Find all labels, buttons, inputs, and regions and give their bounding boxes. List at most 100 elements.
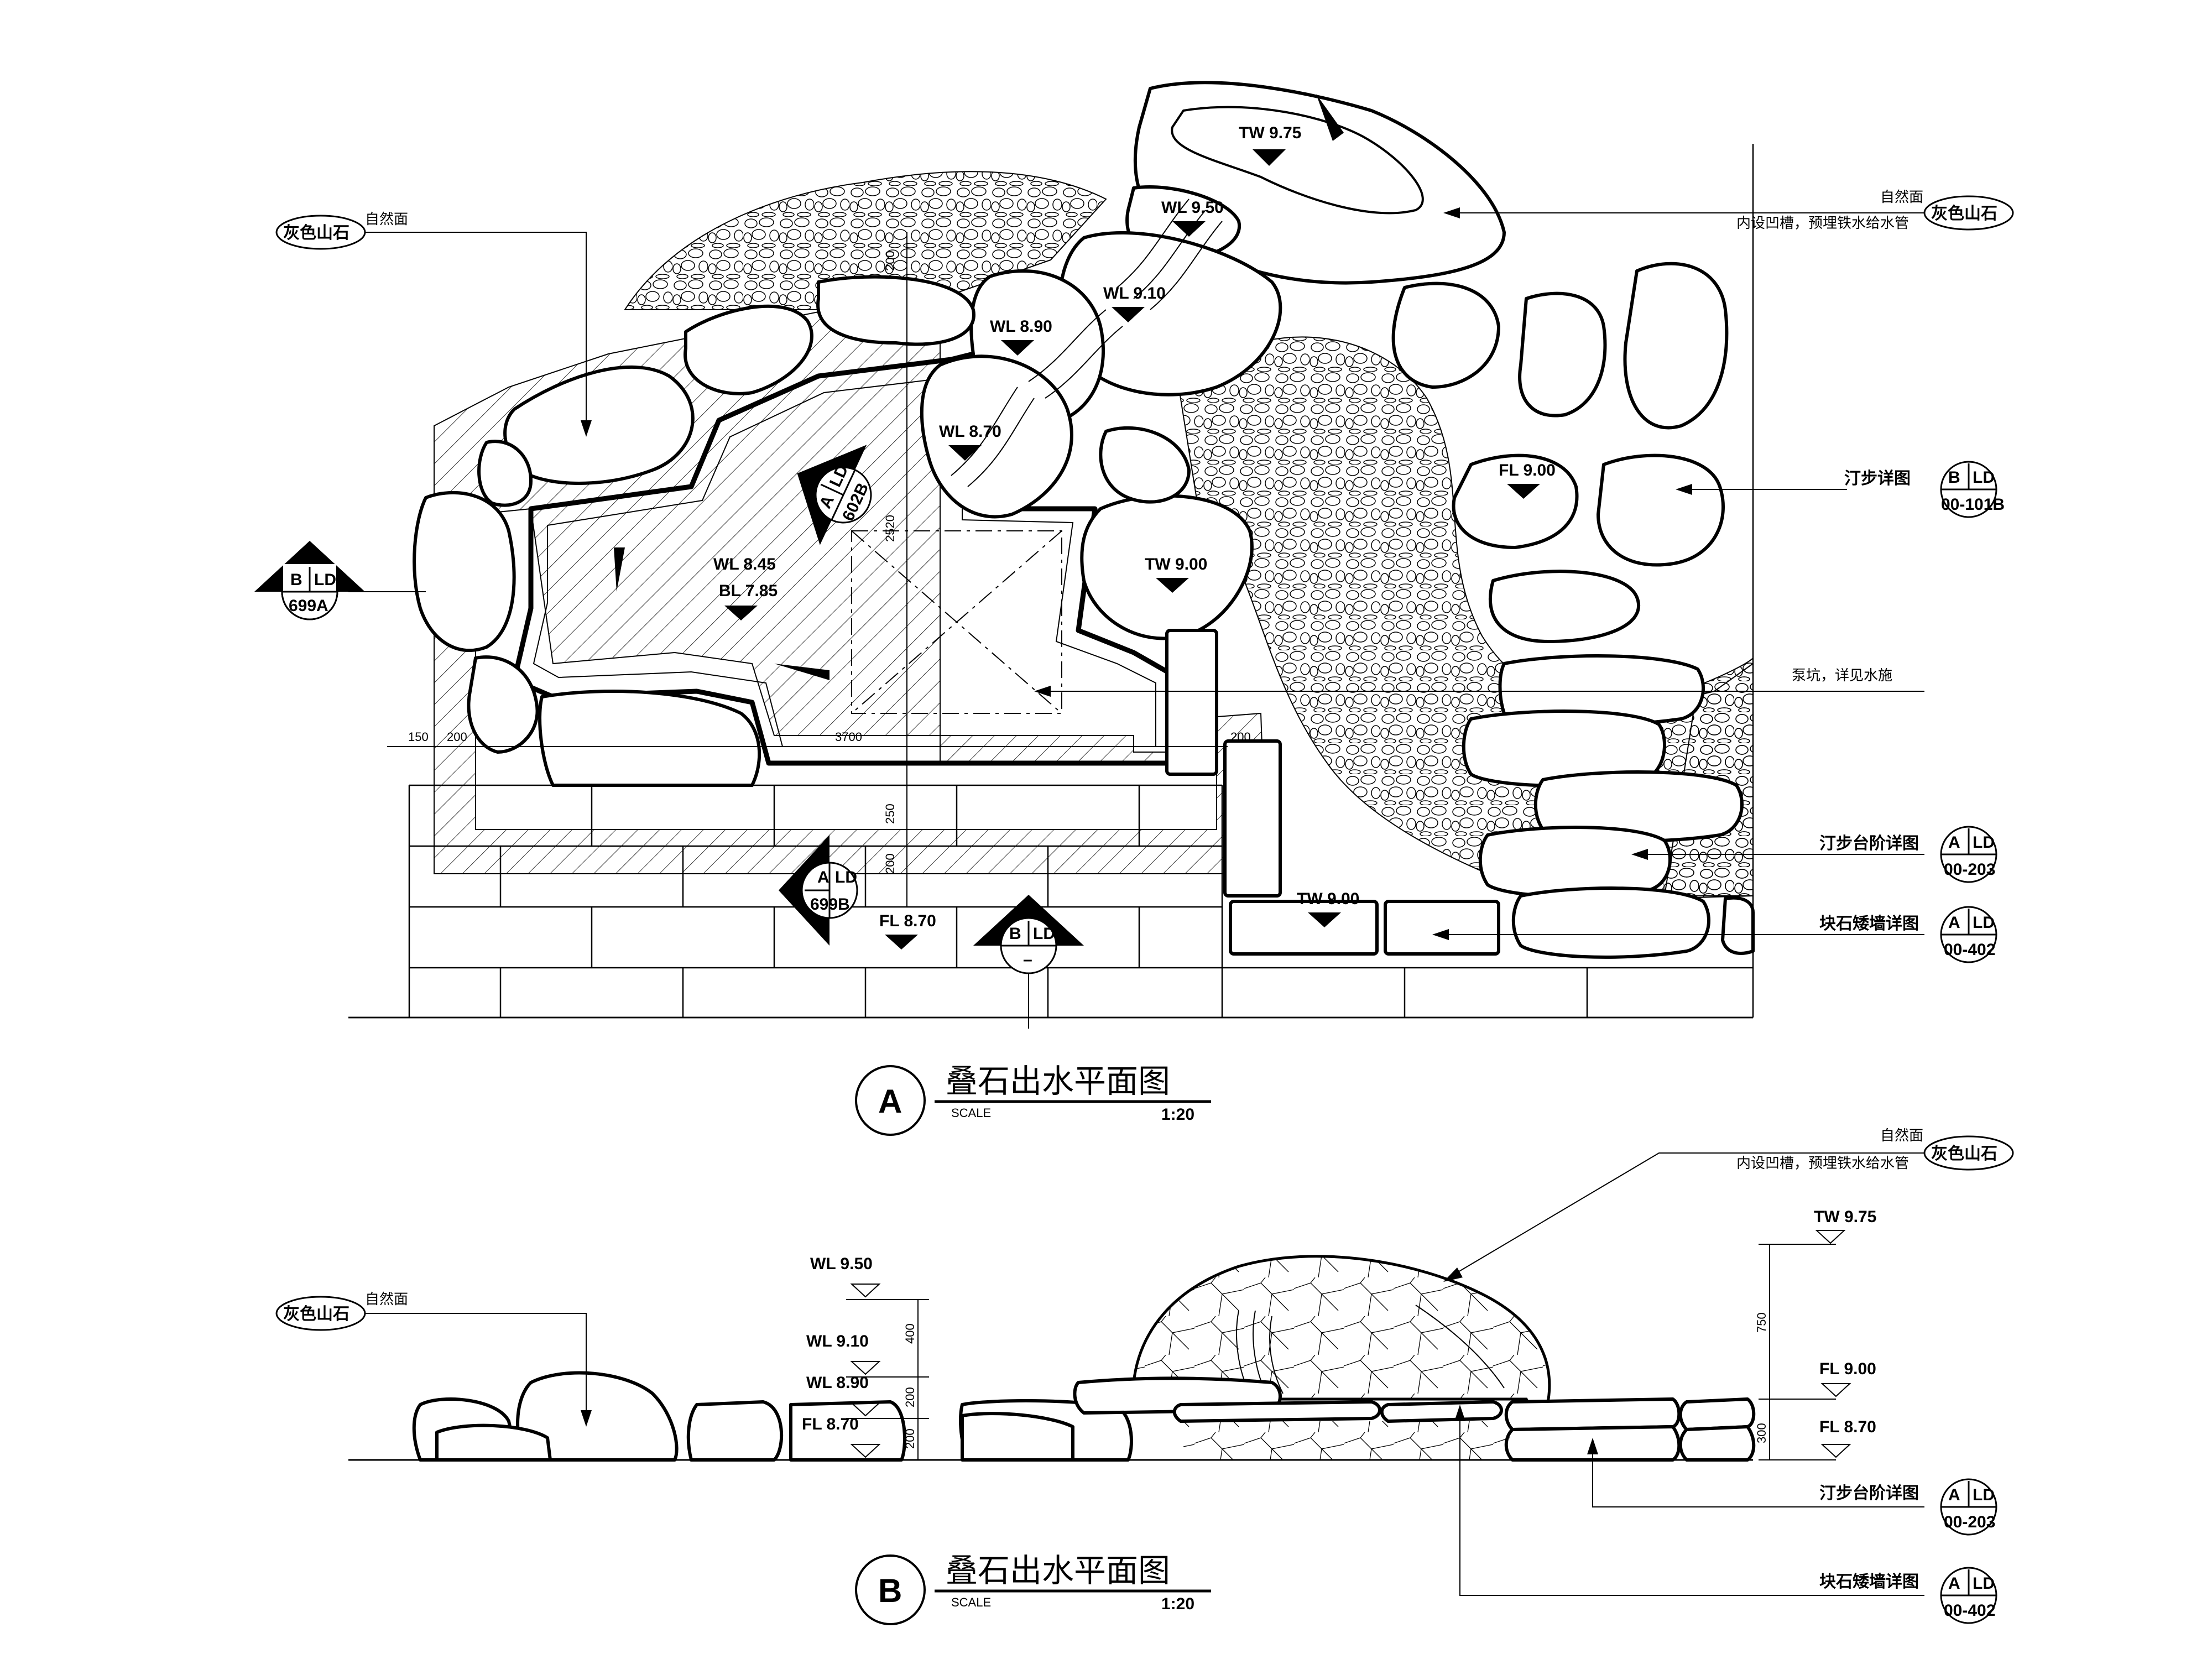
section-callout-rock-right-note: 内设凹槽，预埋铁水给水管 <box>1736 1155 1909 1172</box>
section-elevations-left: WL 9.50 WL 9.10 WL 8.90 FL 8.70 <box>802 1255 907 1458</box>
label-fl870: FL 8.70 <box>879 912 936 930</box>
plan-title-id: A <box>878 1083 902 1120</box>
wall-post-1 <box>1165 629 1218 776</box>
section-callout-step-stair: 汀步台阶详图 <box>1819 1484 1919 1503</box>
plan-elevations: TW 9.75 WL 9.50 WL 9.10 WL 8.90 WL 8.70 … <box>713 124 1556 950</box>
detail-a-402-plan: A LD 00-402 <box>1940 906 1997 963</box>
section-dim-750: 750 <box>1755 1312 1768 1333</box>
section-callout-rock-right-main: 灰色山石 <box>1931 1144 1997 1164</box>
wall-post-2 <box>1223 739 1282 898</box>
marker-b-dash-ref: – <box>1023 951 1032 969</box>
label-tw900-wall: TW 9.00 <box>1297 890 1359 908</box>
step-slab-6 <box>1721 896 1755 955</box>
dim-200-top: 200 <box>883 251 897 271</box>
section-label-fl870-right: FL 8.70 <box>1819 1418 1876 1436</box>
section-view: 400 200 200 WL 9.50 WL 9.10 WL 8.90 FL 8… <box>275 1128 2014 1625</box>
marker-b-dash-letter: B <box>1009 925 1021 943</box>
label-wl870: WL 8.70 <box>939 422 1001 441</box>
marker-a-699b-letter: A <box>817 868 830 886</box>
marker-a-602b: A LD 602B <box>797 445 872 545</box>
wall-block-1 <box>1229 900 1379 956</box>
section-rock-4 <box>686 1400 784 1462</box>
marker-a-699b-text: A LD 699B <box>810 868 857 914</box>
step-stone-1 <box>1391 281 1500 389</box>
plan-scale-label: SCALE <box>951 1106 991 1120</box>
callout-wall: 块石矮墙详图 <box>1819 914 1919 933</box>
marker-b-699a-letter: B <box>290 571 302 589</box>
section-dim-300: 300 <box>1755 1423 1768 1443</box>
dim-150: 150 <box>408 730 429 744</box>
section-label-fl870-left: FL 8.70 <box>802 1415 859 1433</box>
detail-a-203-plan: A LD 00-203 <box>1940 826 1997 883</box>
plan-view: 2520 200 250 200 3700 150 200 200 TW 9.7… <box>254 81 2014 1136</box>
rock-tw900 <box>1080 494 1254 640</box>
detail-a-402-section-sheet: LD <box>1973 1574 1995 1593</box>
dim-3700: 3700 <box>835 730 862 744</box>
rock-top-inner <box>1171 106 1424 215</box>
rock-left-low <box>467 655 539 754</box>
step-slab-4 <box>1478 826 1672 898</box>
section-dim-200a: 200 <box>903 1387 917 1407</box>
marker-a-699b-ref: 699B <box>810 895 850 914</box>
label-wl950: WL 9.50 <box>1161 199 1224 217</box>
detail-a-402-plan-sheet: LD <box>1973 914 1995 932</box>
detail-a-203-section-letter: A <box>1948 1486 1960 1504</box>
section-scale-label: SCALE <box>951 1595 991 1609</box>
marker-b-dash-sheet: LD <box>1033 925 1055 943</box>
callout-step-stair: 汀步台阶详图 <box>1819 834 1919 853</box>
section-dimensions-right: 750 300 <box>1755 1244 1836 1460</box>
label-tw900-rock: TW 9.00 <box>1145 555 1207 573</box>
section-slab-6 <box>1678 1425 1756 1462</box>
label-wl910: WL 9.10 <box>1103 284 1166 302</box>
marker-b-dash: B LD – <box>973 895 1084 1029</box>
section-scale: 1:20 <box>1161 1595 1194 1613</box>
rock-wl870 <box>920 354 1073 519</box>
wall-block-2 <box>1384 900 1500 956</box>
detail-b-101b-ref: 00-101B <box>1941 495 2005 514</box>
callout-rock-right-note: 内设凹槽，预埋铁水给水管 <box>1736 215 1909 232</box>
section-label-fl900: FL 9.00 <box>1819 1360 1876 1378</box>
section-callouts: 灰色山石 自然面 灰色山石 自然面 内设凹槽，预埋铁水给水管 汀步台阶详图 块石… <box>275 1128 2014 1596</box>
section-rock-5 <box>789 1400 906 1462</box>
callout-rock-left-main: 灰色山石 <box>283 223 349 243</box>
section-wall-fill <box>1183 1421 1510 1460</box>
detail-a-402-section-letter: A <box>1948 1574 1960 1593</box>
rock-bottom-left <box>538 690 761 787</box>
label-tw975: TW 9.75 <box>1239 124 1301 142</box>
section-label-wl890: WL 8.90 <box>806 1374 869 1392</box>
marker-a-699b <box>779 835 858 946</box>
section-dimensions-left: 400 200 200 <box>903 1299 929 1460</box>
section-slab-5 <box>1678 1397 1756 1431</box>
marker-a-699b-sheet: LD <box>835 868 857 886</box>
label-bl785: BL 7.85 <box>719 582 778 600</box>
section-dim-400: 400 <box>903 1323 917 1344</box>
plan-title: 叠石出水平面图 <box>946 1062 1170 1100</box>
section-slab-1 <box>1172 1400 1381 1423</box>
section-label-tw975: TW 9.75 <box>1814 1208 1876 1226</box>
section-slab-3 <box>1504 1397 1681 1431</box>
section-title: 叠石出水平面图 <box>946 1552 1170 1589</box>
detail-a-402-section: A LD 00-402 <box>1940 1567 1997 1624</box>
marker-b-699a-sheet: LD <box>314 571 336 589</box>
pebble-zone-top <box>624 171 1107 310</box>
dim-200-left: 200 <box>447 730 467 744</box>
section-slab-2 <box>1380 1400 1503 1423</box>
step-slab-5 <box>1511 886 1710 959</box>
section-rock-2 <box>516 1371 679 1462</box>
pond-inner <box>533 375 1156 747</box>
paving-grid <box>348 784 1753 1019</box>
label-fl900: FL 9.00 <box>1499 461 1556 479</box>
section-label-wl950: WL 9.50 <box>810 1255 873 1273</box>
step-stone-fl900 <box>1452 453 1579 549</box>
section-rock-8 <box>961 1412 1074 1462</box>
section-title-block: B 叠石出水平面图 SCALE 1:20 <box>855 1552 1211 1625</box>
section-label-wl910: WL 9.10 <box>806 1332 869 1350</box>
label-wl845: WL 8.45 <box>713 555 776 573</box>
pump-pit <box>851 530 1062 714</box>
rock-small-mid <box>1099 426 1191 504</box>
plan-title-block: A 叠石出水平面图 SCALE 1:20 <box>855 1062 1211 1136</box>
plan-callouts: 灰色山石 自然面 灰色山石 自然面 内设凹槽，预埋铁水给水管 汀步详图 泵坑，详… <box>275 189 2014 940</box>
dim-200-bottom: 200 <box>883 853 897 874</box>
section-rock-big-lines <box>1236 1305 1505 1394</box>
